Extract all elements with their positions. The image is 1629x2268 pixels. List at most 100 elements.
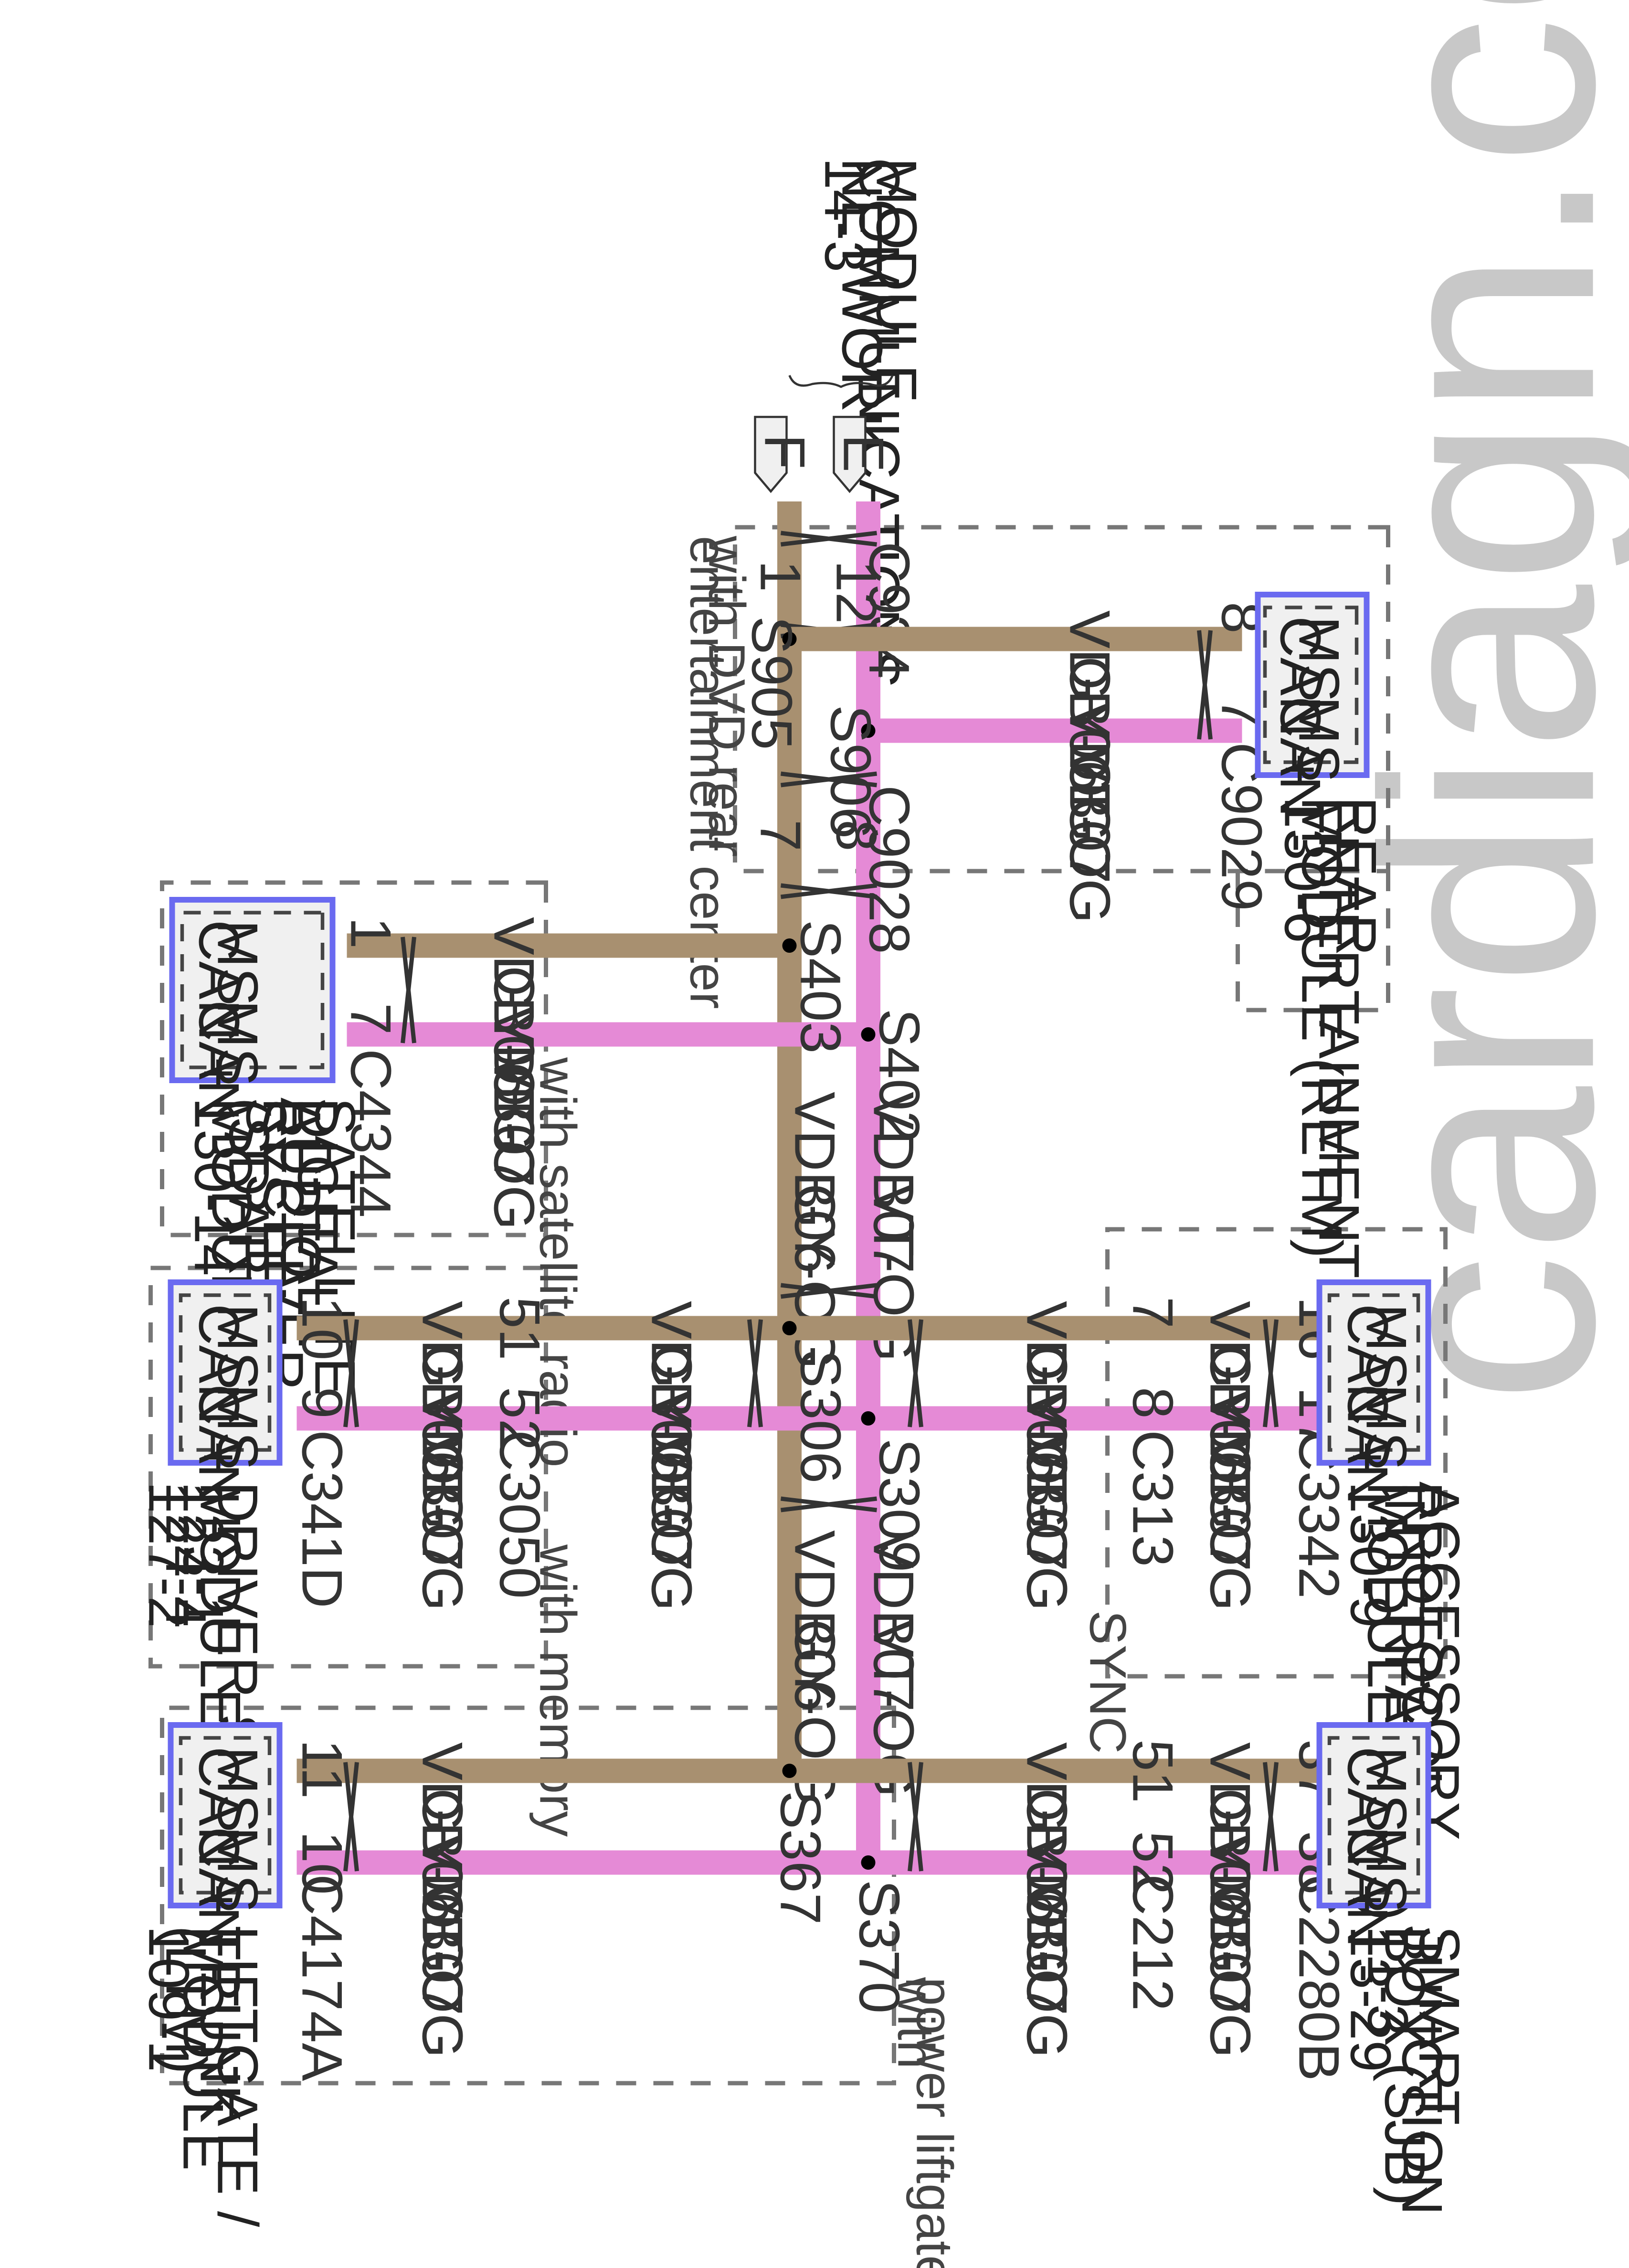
svg-text:VDB06: VDB06 [1198,1742,1262,1924]
trunk-label-vdb06-a: VDB06 [783,1092,847,1273]
dsm-module: MS CAN + MS CAN - [168,1279,283,1540]
svg-text:MODULE (RETM): MODULE (RETM) [1290,797,1354,1258]
retm-vdb06-label: VDB06 [1058,610,1122,792]
svg-text:MS: MS [1354,1384,1418,1470]
svg-text:13-29: 13-29 [1339,1926,1403,2072]
splice-s403 [782,938,797,953]
svg-text:CAN -: CAN - [1336,1827,1400,1983]
row2-right-labels: VDB06 GY-OG VDB07 VT-OG VDB06 GY-OG VDB0… [1015,1742,1262,2058]
network-brace [788,375,894,388]
retm-module: MS CAN + MS CAN - [1255,592,1370,852]
svg-text:CAN +: CAN + [1336,1304,1400,1474]
svg-text:GY-OG: GY-OG [1198,1344,1262,1530]
satellite-option-box [160,880,548,1237]
svg-text:VT-OG: VT-OG [640,1433,704,1611]
svg-text:124-4: 124-4 [154,1481,218,1628]
svg-text:MS: MS [205,1000,269,1086]
splice-s309 [861,1411,876,1426]
c934-label: C934 [857,542,921,679]
c212-pin-minus: 52 [1121,1831,1185,1895]
c9028-pin-f: 7 [749,820,813,852]
svg-text:ENTERTAINMENT: ENTERTAINMENT [1307,797,1371,1278]
svg-text:BOX (SJB): BOX (SJB) [1373,1926,1437,2206]
splice-s402 [861,1027,876,1042]
svg-text:SMART: SMART [1407,1926,1471,2125]
svg-text:VDB06: VDB06 [640,1301,704,1482]
splice-s905 [782,632,797,646]
svg-text:E: E [832,434,896,472]
retm-gyog-label: GY-OG [1058,656,1122,842]
svg-text:VDB07: VDB07 [1015,1834,1079,2015]
svg-text:MODULE: MODULE [171,1926,235,2171]
ltm-pin-plus: 11 [290,1739,354,1799]
svg-text:VDB06: VDB06 [1015,1301,1079,1482]
row1-left-labels: VDB06 GY-OG VDB07 VT-OG VDB06 GY-OG VDB0… [410,1301,703,1611]
c313-pin-plus: 7 [1121,1297,1185,1329]
c9028-pin-e: 8 [825,820,889,852]
sdars-pin-plus: 1 [338,917,402,949]
c3050-label: C3050 [487,1430,551,1599]
c313-pin-minus: 8 [1121,1387,1185,1419]
row1-right-labels: VDB06 GY-OG VDB07 VT-OG VDB06 GY-OG VDB0… [1015,1301,1262,1611]
svg-text:VDB06: VDB06 [410,1742,474,1924]
svg-text:VDB07: VDB07 [410,1834,474,2015]
dvd-note-2: entertainment center [680,536,738,1009]
svg-text:VT-OG: VT-OG [410,1433,474,1611]
svg-text:130-6: 130-6 [1273,797,1337,943]
svg-text:AUDIO: AUDIO [268,1097,332,1279]
trunk-label-vdb07-a: VDB07 [862,1092,926,1273]
retm-twist [1197,630,1213,740]
s905-label: S905 [740,616,804,750]
svg-text:CAN +: CAN + [187,920,251,1090]
dvd-option-box [733,525,1390,873]
s402-label: S402 [867,1009,931,1142]
svg-text:130-9: 130-9 [1339,1481,1403,1628]
svg-text:123-1: 123-1 [171,1481,235,1628]
sdars-connector: C4344 [338,1049,402,1218]
ltm-pin-minus: 10 [290,1831,354,1895]
row1-twists [343,1319,1279,1427]
c3050-pin-plus: 51 [487,1297,551,1360]
svg-text:GY-OG: GY-OG [1198,1788,1262,1974]
ltm-connector: C4174A [290,1874,354,2081]
svg-text:F: F [753,434,817,469]
svg-text:SATELLITE: SATELLITE [303,1097,367,1396]
ltm-module: MS CAN + MS CAN - [168,1722,283,1983]
c212-pin-plus: 51 [1121,1739,1185,1803]
svg-text:MS: MS [1354,1304,1418,1390]
svg-text:MS: MS [205,1827,269,1913]
svg-text:VDB07: VDB07 [410,1390,474,1571]
sdars-vdb06-label: VDB06 [482,917,546,1098]
svg-text:11-3: 11-3 [1356,1926,1420,2036]
svg-text:CAN +: CAN + [1269,616,1333,787]
s370-label: S370 [847,1880,911,2013]
svg-text:CAN -: CAN - [1269,696,1333,852]
retm-vdb07-label: VDB07 [1058,702,1122,884]
splice-s367 [782,1764,797,1778]
svg-text:VT-OG: VT-OG [1015,1880,1079,2058]
svg-text:GY-OG: GY-OG [410,1788,474,1974]
svg-text:CAN -: CAN - [1336,1384,1400,1540]
svg-text:(LTM): (LTM) [154,1926,218,2074]
svg-text:NETWORK: NETWORK [830,158,894,450]
svg-text:MS: MS [1287,616,1351,702]
connector-e: E [832,415,896,493]
svg-text:DIGITAL: DIGITAL [286,1097,349,1316]
sjb-module: MS CAN + MS CAN - [1316,1722,1431,1983]
svg-text:VDB06: VDB06 [1198,1301,1262,1482]
dvd-note-1: with DVD rear [698,535,756,857]
c212-label: C212 [1121,1874,1185,2011]
svg-text:VDB07: VDB07 [640,1390,704,1571]
liftgate-option-box [160,1705,896,2086]
svg-text:MS: MS [1287,696,1351,782]
svg-text:VDB06: VDB06 [1015,1742,1079,1924]
svg-text:MS: MS [205,920,269,1006]
splice-s306 [782,1321,797,1335]
apim-module: MS CAN + MS CAN - [1316,1279,1431,1540]
splice-s370 [861,1855,876,1870]
sjb-connector: C2280B [1287,1874,1351,2081]
svg-text:CAN +: CAN + [1336,1746,1400,1917]
splice-s906 [861,724,876,738]
memory-option-box [148,1266,548,1669]
